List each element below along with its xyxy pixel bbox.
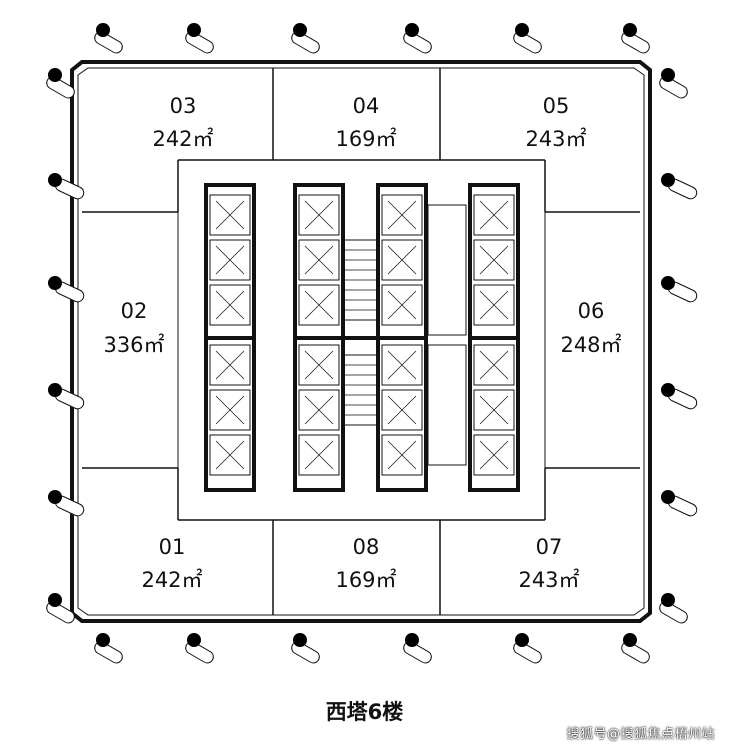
elevator-shaft xyxy=(473,194,515,236)
unit-06-number: 06 xyxy=(578,299,605,323)
elevator-shaft xyxy=(473,389,515,431)
building-core xyxy=(204,183,520,492)
unit-08-number: 08 xyxy=(353,535,380,559)
unit-06-area: 248㎡ xyxy=(560,333,621,357)
elevator-shaft xyxy=(298,284,340,326)
column xyxy=(403,633,432,664)
column xyxy=(291,633,320,664)
unit-08-area: 169㎡ xyxy=(335,568,396,592)
elevator-shaft xyxy=(473,284,515,326)
column xyxy=(403,23,432,54)
elevator-shaft xyxy=(473,239,515,281)
unit-04-area: 169㎡ xyxy=(335,127,396,151)
building-outline xyxy=(70,60,652,623)
unit-01-area: 242㎡ xyxy=(141,568,202,592)
column xyxy=(48,383,85,410)
elevator-shaft xyxy=(209,194,251,236)
unit-labels: 03 242㎡ 04 169㎡ 05 243㎡ 02 336㎡ 06 248㎡ … xyxy=(103,94,621,592)
column xyxy=(661,490,698,517)
column xyxy=(94,23,123,54)
column xyxy=(659,593,688,624)
elevator-shaft xyxy=(209,239,251,281)
partition-walls xyxy=(82,68,640,615)
floor-title: 西塔6楼 xyxy=(325,700,404,724)
column xyxy=(46,68,75,99)
unit-04-number: 04 xyxy=(353,94,380,118)
elevator-shaft xyxy=(209,434,251,476)
column xyxy=(661,276,698,303)
column xyxy=(661,383,698,410)
unit-02-number: 02 xyxy=(121,299,148,323)
elevator-shaft xyxy=(298,344,340,386)
unit-07-area: 243㎡ xyxy=(518,568,579,592)
elevator-shaft xyxy=(381,434,423,476)
elevator-shaft xyxy=(298,389,340,431)
elevator-shaft xyxy=(473,434,515,476)
elevator-shaft xyxy=(381,239,423,281)
elevator-shaft xyxy=(209,389,251,431)
elevator-shaft xyxy=(209,284,251,326)
column xyxy=(513,633,542,664)
unit-07-number: 07 xyxy=(536,535,563,559)
column xyxy=(185,23,214,54)
column xyxy=(185,633,214,664)
column xyxy=(291,23,320,54)
elevator-shaft xyxy=(298,239,340,281)
unit-03-number: 03 xyxy=(170,94,197,118)
column xyxy=(621,23,650,54)
unit-01-number: 01 xyxy=(159,535,186,559)
perimeter-columns xyxy=(46,23,698,664)
column xyxy=(661,173,698,200)
column xyxy=(48,276,85,303)
column xyxy=(48,490,85,517)
column xyxy=(513,23,542,54)
elevator-shaft xyxy=(298,194,340,236)
watermark: 搜狐号@搜狐焦点梧州站 xyxy=(566,727,715,742)
unit-02-area: 336㎡ xyxy=(103,333,164,357)
column xyxy=(621,633,650,664)
elevator-shaft xyxy=(473,344,515,386)
elevator-shaft xyxy=(298,434,340,476)
elevator-shaft xyxy=(209,344,251,386)
elevator-shafts xyxy=(209,194,515,476)
elevator-shaft xyxy=(381,194,423,236)
unit-03-area: 242㎡ xyxy=(152,127,213,151)
column xyxy=(46,593,75,624)
elevator-shaft xyxy=(381,284,423,326)
column xyxy=(48,173,85,200)
column xyxy=(94,633,123,664)
unit-05-area: 243㎡ xyxy=(525,127,586,151)
unit-05-number: 05 xyxy=(543,94,570,118)
elevator-shaft xyxy=(381,344,423,386)
column xyxy=(659,68,688,99)
elevator-shaft xyxy=(381,389,423,431)
